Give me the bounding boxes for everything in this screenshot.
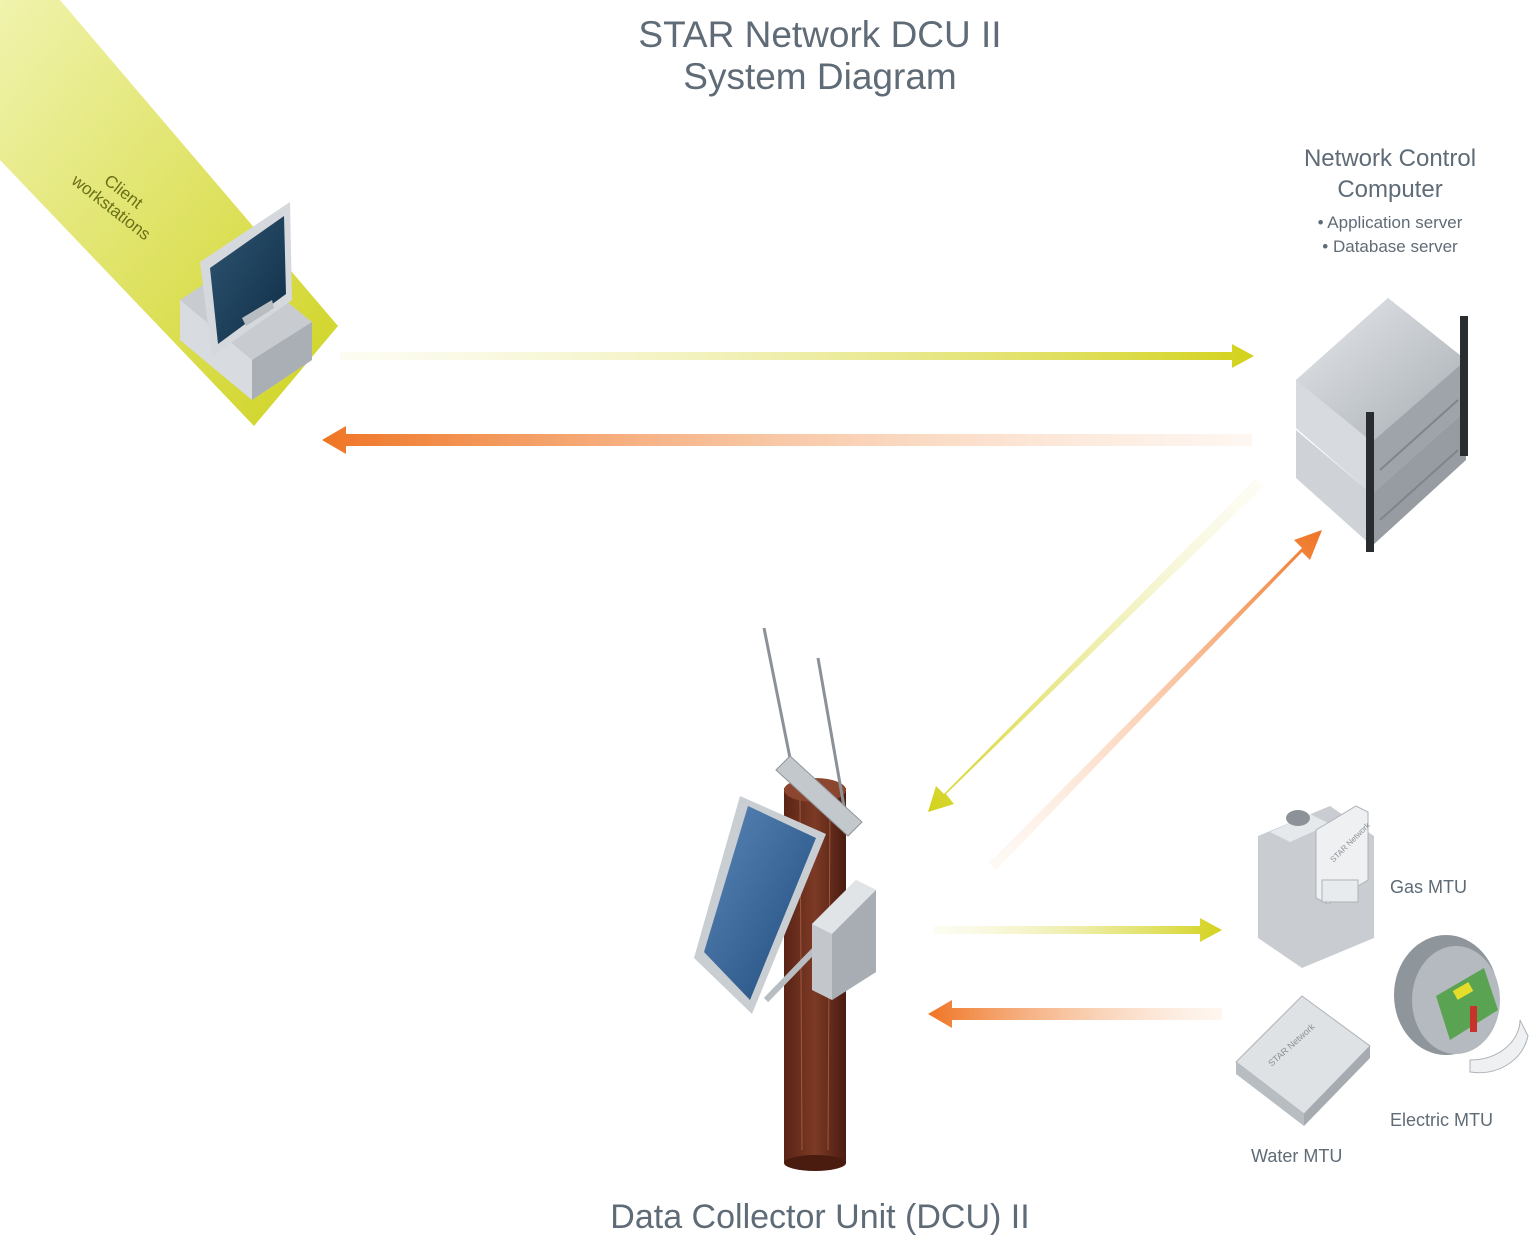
water-mtu-icon	[1235, 995, 1371, 1126]
antenna-right	[816, 657, 848, 819]
ncc-label: Network Control Computer • Application s…	[1250, 143, 1530, 259]
arrow-dcu-to-mtus	[934, 918, 1222, 942]
ncc-bullet: • Application server	[1317, 213, 1463, 232]
workstation-computer-icon	[180, 202, 312, 400]
arrow-workstation-to-ncc	[340, 344, 1254, 368]
arrow-ncc-to-workstation	[322, 426, 1252, 454]
antenna-bracket	[775, 755, 863, 837]
title-line-2: System Diagram	[683, 56, 957, 97]
ncc-bullet: • Database server	[1322, 237, 1458, 256]
arrow-dcu-to-ncc	[988, 530, 1322, 870]
ncc-title-line-2: Computer	[1337, 176, 1443, 203]
title-line-1: STAR Network DCU II	[638, 14, 1002, 55]
electric-mtu-icon	[1394, 935, 1529, 1074]
ncc-bullets: • Application server • Database server	[1250, 211, 1530, 259]
dcu-box	[812, 880, 876, 1000]
gas-mtu-label: Gas MTU	[1390, 877, 1468, 897]
ncc-title-line-1: Network Control	[1303, 145, 1477, 172]
electric-mtu-label: Electric MTU	[1390, 1110, 1493, 1130]
dcu-label: Data Collector Unit (DCU) II	[610, 1198, 1030, 1236]
server-icon	[1296, 298, 1468, 552]
arrow-mtus-to-dcu	[928, 1000, 1222, 1028]
arrow-ncc-to-dcu	[928, 478, 1264, 812]
gas-mtu-icon	[1258, 805, 1374, 968]
water-mtu-label: Water MTU	[1251, 1146, 1343, 1166]
antenna-left	[762, 627, 792, 759]
diagram-title: STAR Network DCU II System Diagram	[0, 14, 1531, 98]
